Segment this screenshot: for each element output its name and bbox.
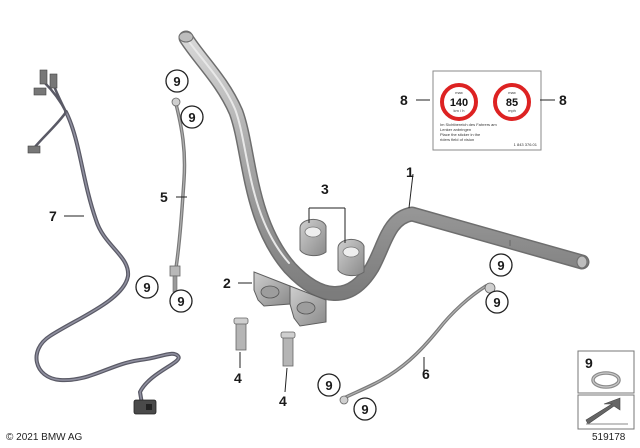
sticker-text-line: Place the sticker in the xyxy=(440,132,481,137)
handlebar-part xyxy=(178,30,590,301)
callout-9: 9 xyxy=(135,275,159,299)
part-label-8: 8 xyxy=(400,92,408,108)
speed-sticker: max 140 km / h max 85 mph Im Sichtbereic… xyxy=(432,70,542,151)
part-label-7: 7 xyxy=(49,208,57,224)
sign-2-top: max xyxy=(508,90,516,95)
callout-9: 9 xyxy=(180,105,204,129)
part-label-5: 5 xyxy=(160,189,168,205)
part-label-8: 8 xyxy=(559,92,567,108)
part-label-4: 4 xyxy=(279,393,287,409)
svg-text:9: 9 xyxy=(497,258,504,273)
bolt-right-part xyxy=(280,331,296,367)
part-label-4: 4 xyxy=(234,370,242,386)
arrow-symbol-box xyxy=(577,394,635,430)
cable-6-part xyxy=(339,282,496,405)
part-label-2: 2 xyxy=(223,275,231,291)
leader-lines xyxy=(64,99,555,393)
sticker-text-line: Im Sichtbereich des Fahrers am xyxy=(440,122,497,127)
clamp-shell-part xyxy=(299,219,365,277)
part-label-1: 1 xyxy=(406,164,414,180)
sign-2-value: 85 xyxy=(506,97,518,109)
bolt-left-part xyxy=(233,317,249,351)
callout-9: 9 xyxy=(353,397,377,421)
sticker-text-line: Lenker anbringen xyxy=(440,127,471,132)
sign-1-top: max xyxy=(455,90,463,95)
sticker-text-line: riders field of vision xyxy=(440,137,474,142)
callout-9: 9 xyxy=(485,290,509,314)
svg-text:9: 9 xyxy=(188,110,195,125)
sign-2-unit: mph xyxy=(508,108,516,113)
cable-5-part xyxy=(169,97,187,293)
copyright-text: © 2021 BMW AG xyxy=(6,432,83,443)
part-label-6: 6 xyxy=(422,366,430,382)
callout-9: 9 xyxy=(169,289,193,313)
sticker-code: 1 843 376.01 xyxy=(514,142,538,147)
legend-washer-box: 9 xyxy=(577,350,635,394)
svg-text:9: 9 xyxy=(143,280,150,295)
diagram-id: 519178 xyxy=(592,432,626,443)
riser-clamp-part xyxy=(253,271,327,327)
svg-text:9: 9 xyxy=(177,294,184,309)
callout-9: 9 xyxy=(165,69,189,93)
callout-9: 9 xyxy=(489,253,513,277)
svg-text:9: 9 xyxy=(325,378,332,393)
svg-text:9: 9 xyxy=(361,402,368,417)
sign-1-value: 140 xyxy=(450,97,468,109)
legend-label-9: 9 xyxy=(585,355,593,371)
svg-text:9: 9 xyxy=(493,295,500,310)
wiring-harness-part xyxy=(27,69,181,415)
callout-9: 9 xyxy=(317,373,341,397)
sign-1-unit: km / h xyxy=(454,108,465,113)
svg-text:9: 9 xyxy=(173,74,180,89)
part-label-3: 3 xyxy=(321,181,329,197)
